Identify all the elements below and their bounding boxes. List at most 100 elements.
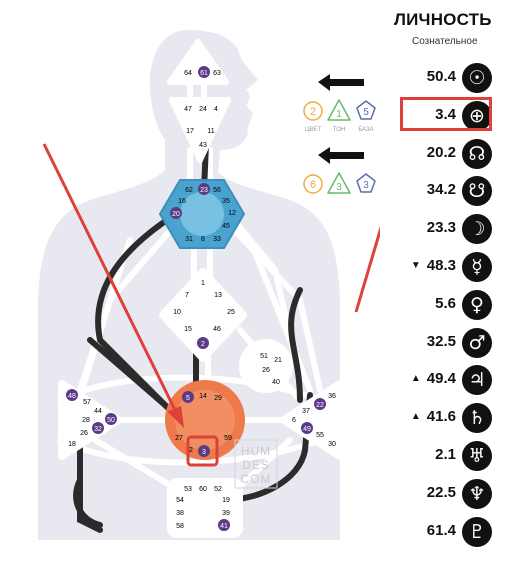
north-node-icon[interactable]: ☊ (462, 138, 492, 169)
svg-text:60: 60 (199, 486, 207, 493)
svg-text:DES: DES (242, 458, 270, 472)
svg-text:52: 52 (214, 486, 222, 493)
svg-text:5: 5 (363, 107, 369, 118)
svg-text:ЦВЕТ: ЦВЕТ (305, 127, 321, 133)
svg-text:50: 50 (107, 417, 115, 424)
planet-row[interactable]: 20.2☊ (380, 136, 506, 170)
watermark: HUM DES COM (234, 439, 278, 489)
svg-text:2: 2 (310, 106, 316, 118)
planet-row[interactable]: 22.5 ♆ (380, 476, 506, 510)
svg-text:51: 51 (260, 353, 268, 360)
planet-value-wrap: ▼48.3 (411, 257, 456, 274)
svg-text:48: 48 (68, 393, 76, 400)
planet-value-wrap: ▲41.6 (411, 408, 456, 425)
svg-text:27: 27 (175, 435, 183, 442)
svg-text:41: 41 (220, 523, 228, 530)
moon-icon[interactable]: ☽ (462, 214, 492, 245)
annotation-arrows (42, 143, 380, 429)
planet-value: 23.3 (426, 219, 456, 237)
arrow-left-icon (318, 147, 364, 164)
svg-text:38: 38 (176, 510, 184, 517)
sun-icon[interactable]: ☉ (462, 63, 492, 93)
mercury-icon[interactable]: ☿ (462, 252, 492, 282)
svg-text:35: 35 (222, 198, 230, 205)
svg-text:26: 26 (262, 367, 270, 374)
planet-value: 32.5 (426, 332, 456, 350)
planet-row[interactable]: 23.3 ☽ (380, 211, 506, 245)
mars-icon[interactable]: ♂ (462, 327, 492, 358)
svg-text:23: 23 (200, 187, 208, 194)
root-center: 53 60 52 54 19 38 39 58 41 (167, 478, 243, 538)
pluto-icon[interactable]: ♇ (462, 516, 492, 547)
svg-text:6: 6 (292, 417, 296, 424)
venus-icon[interactable]: ♀ (462, 289, 492, 320)
planet-row[interactable]: 34.2☋ (380, 173, 506, 207)
svg-text:44: 44 (94, 408, 102, 415)
variables-bottom: 6 3 3 (303, 147, 376, 194)
svg-text:22: 22 (316, 402, 324, 409)
gate-64: 64 (184, 70, 192, 77)
svg-text:12: 12 (228, 210, 236, 217)
planet-row[interactable]: 50.4 ☉ (380, 60, 506, 94)
svg-text:56: 56 (213, 187, 221, 194)
svg-text:15: 15 (184, 326, 192, 333)
svg-text:4: 4 (214, 106, 218, 113)
solar-plexus-center: 36 22 37 6 49 55 30 (280, 380, 344, 460)
planet-value: 22.5 (426, 483, 456, 501)
south-node-icon[interactable]: ☋ (462, 176, 492, 207)
svg-text:57: 57 (83, 399, 91, 406)
svg-text:54: 54 (176, 497, 184, 504)
svg-text:59: 59 (224, 435, 232, 442)
svg-text:2: 2 (201, 341, 205, 348)
svg-text:49: 49 (303, 426, 311, 433)
svg-text:18: 18 (68, 441, 76, 448)
planet-row[interactable]: ▼48.3 ☿ (380, 249, 506, 283)
highlight-box-sacral (186, 435, 219, 467)
svg-text:3: 3 (363, 180, 369, 191)
svg-text:14: 14 (199, 393, 207, 400)
svg-text:1: 1 (201, 280, 205, 287)
ajna-center: 47 24 4 17 11 43 (169, 97, 231, 163)
jupiter-icon[interactable]: ♃ (462, 365, 492, 396)
saturn-icon[interactable]: ♄ (462, 403, 492, 434)
svg-text:7: 7 (185, 292, 189, 299)
planet-row[interactable]: ▲49.4♃ (380, 362, 506, 396)
planet-row[interactable]: 32.5 ♂ (380, 325, 506, 359)
planet-value: 50.4 (426, 68, 456, 85)
svg-text:5: 5 (186, 395, 190, 402)
up-triangle-icon: ▲ (410, 411, 421, 423)
svg-text:6: 6 (310, 179, 316, 191)
planet-row[interactable]: 61.4♇ (380, 514, 506, 548)
neptune-icon[interactable]: ♆ (462, 478, 492, 509)
throat-center: 62 23 56 16 35 20 12 45 31 8 33 (158, 179, 246, 249)
g-center: 7 1 13 10 25 15 46 2 (159, 268, 247, 362)
svg-text:13: 13 (214, 292, 222, 299)
uranus-icon[interactable]: ♅ (462, 441, 492, 471)
svg-text:10: 10 (173, 309, 181, 316)
planet-row[interactable]: 2.1 ♅ (380, 438, 506, 472)
planet-value: 2.1 (435, 446, 456, 463)
svg-text:29: 29 (214, 395, 222, 402)
svg-text:62: 62 (185, 187, 193, 194)
svg-text:58: 58 (176, 523, 184, 530)
planet-row[interactable]: ▲41.6 ♄ (380, 400, 506, 434)
earth-icon[interactable]: ⊕ (462, 100, 492, 131)
svg-text:30: 30 (328, 441, 336, 448)
svg-text:3: 3 (336, 182, 342, 193)
column-subtitle: Сознательное (412, 36, 478, 47)
svg-text:37: 37 (302, 408, 310, 415)
svg-text:ТОН: ТОН (333, 127, 345, 133)
heart-center: 51 21 26 40 (239, 339, 293, 393)
svg-text:53: 53 (184, 486, 192, 493)
svg-text:17: 17 (186, 128, 194, 135)
variables-top: 2 1 5 ЦВЕТ ТОН БАЗА (303, 74, 376, 133)
svg-text:24: 24 (199, 106, 207, 113)
svg-text:31: 31 (185, 236, 193, 243)
bodygraph: 64 6 1 6 3 47 24 4 17 11 43 62 23 56 16 35… (38, 30, 380, 540)
planet-row[interactable]: 5.6♀ (380, 287, 506, 321)
planet-row[interactable]: 3.4⊕ (380, 98, 506, 132)
spleen-center: 48 57 44 50 28 32 26 18 (58, 380, 122, 460)
svg-text:21: 21 (274, 357, 282, 364)
svg-text:26: 26 (80, 430, 88, 437)
svg-text:46: 46 (213, 326, 221, 333)
